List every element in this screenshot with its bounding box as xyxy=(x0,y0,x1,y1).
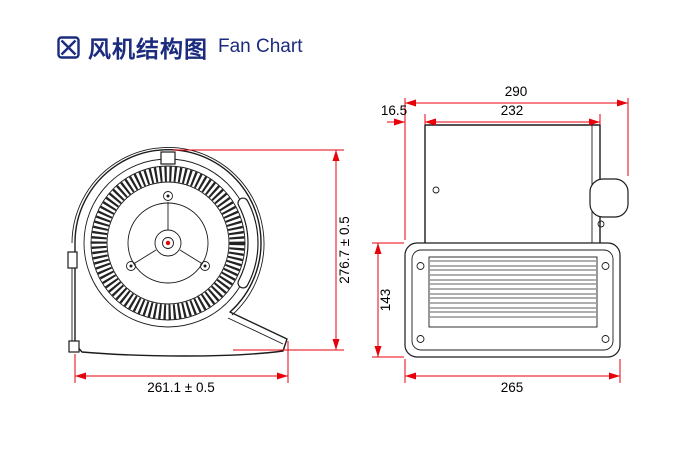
dim-front-height: 276.7 ± 0.5 xyxy=(173,149,352,351)
dim-side-base-width-text: 265 xyxy=(501,380,524,395)
base-flange-inner xyxy=(411,249,614,351)
coil-fins xyxy=(430,260,596,318)
shaft-circle xyxy=(162,237,174,249)
coil-frame xyxy=(428,256,598,328)
hub-spokes xyxy=(134,202,202,264)
fan-side-view xyxy=(404,124,629,358)
intake-slot xyxy=(237,197,259,289)
blade-ring-outer xyxy=(90,165,246,321)
dim-side-left-offset-text: 16.5 xyxy=(381,103,407,118)
dim-front-width: 261.1 ± 0.5 xyxy=(74,341,289,395)
dim-side-base-height: 143 xyxy=(372,242,404,358)
housing-bolt xyxy=(432,186,440,194)
page-title-en: Fan Chart xyxy=(218,36,303,57)
balance-clip xyxy=(160,151,176,165)
hub-bolts xyxy=(126,191,210,271)
dim-front-width-text: 261.1 ± 0.5 xyxy=(147,380,214,395)
dim-side-base-height-text: 143 xyxy=(378,289,393,312)
base-flange-outer xyxy=(404,242,621,358)
center-mark xyxy=(165,240,171,246)
foot-bracket xyxy=(68,340,80,353)
dim-side-total-width-text: 290 xyxy=(505,84,528,99)
fan-front-view xyxy=(67,147,288,357)
motor-housing-box xyxy=(424,124,601,256)
dim-side-left-offset: 16.5 xyxy=(381,103,437,126)
blade-ring-inner xyxy=(106,181,230,305)
tab-bolt xyxy=(597,220,605,228)
fan-logo-icon xyxy=(57,35,80,59)
motor-mount-tab xyxy=(589,178,629,218)
dim-side-base-width: 265 xyxy=(404,359,621,395)
impeller-blade-ring xyxy=(91,166,245,320)
page-header: 风机结构图 Fan Chart xyxy=(57,30,302,64)
page-title-zh: 风机结构图 xyxy=(88,36,208,62)
dim-front-height-text: 276.7 ± 0.5 xyxy=(337,216,352,283)
dim-side-body-width-text: 232 xyxy=(501,103,524,118)
outlet-inner-line xyxy=(227,317,284,345)
dim-side-body-width: 232 xyxy=(424,103,601,126)
side-tab xyxy=(67,251,78,269)
volute-outline xyxy=(74,149,288,357)
volute-outline-inner xyxy=(71,147,265,316)
flange-bolts xyxy=(416,262,610,343)
